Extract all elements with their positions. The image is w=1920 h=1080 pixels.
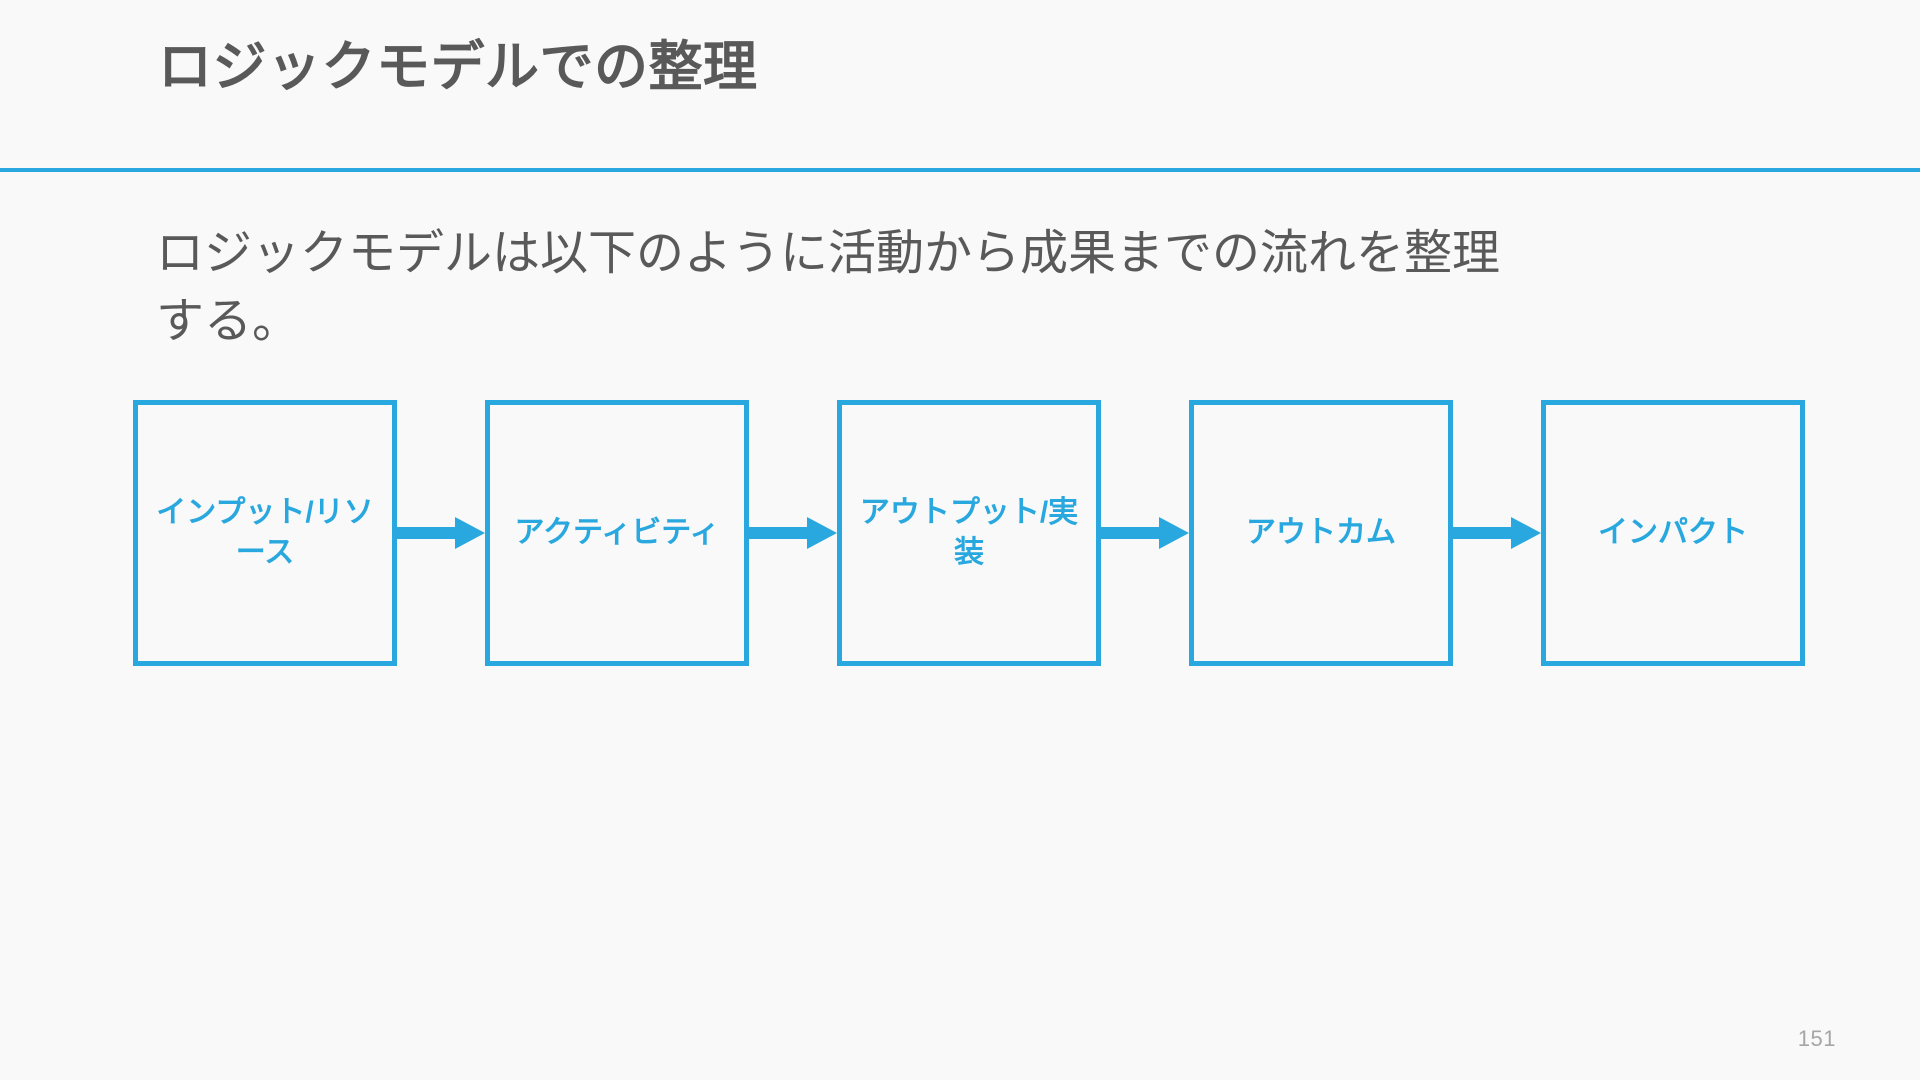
arrow-right-icon xyxy=(749,517,837,549)
arrow-head xyxy=(1511,517,1541,549)
body-paragraph: ロジックモデルは以下のように活動から成果までの流れを整理 する。 xyxy=(156,220,1796,356)
flow-box-impact: インパクト xyxy=(1541,400,1805,666)
flow-box-label: アウトプット/実装 xyxy=(859,496,1079,569)
page-title: ロジックモデルでの整理 xyxy=(158,37,758,97)
flow-box-label: インパクト xyxy=(1598,516,1748,550)
flow-box-outcome: アウトカム xyxy=(1189,400,1453,666)
flow-box-activity: アクティビティ xyxy=(485,400,749,666)
flow-box-output-implementation: アウトプット/実装 xyxy=(837,400,1101,666)
flow-box-label: アクティビティ xyxy=(514,516,720,550)
flow-box-label: インプット/リソース xyxy=(156,496,374,569)
arrow-shaft xyxy=(749,527,813,539)
body-line-1: ロジックモデルは以下のように活動から成果までの流れを整理 xyxy=(156,227,1501,280)
arrow-right-icon xyxy=(397,517,485,549)
page-number: 151 xyxy=(1797,1026,1836,1051)
arrow-shaft xyxy=(397,527,461,539)
arrow-head xyxy=(1159,517,1189,549)
arrow-shaft xyxy=(1101,527,1165,539)
flow-box-label: アウトカム xyxy=(1246,516,1396,550)
flow-box-input-resource: インプット/リソース xyxy=(133,400,397,666)
title-divider xyxy=(0,168,1920,172)
body-line-2: する。 xyxy=(156,295,301,349)
arrow-right-icon xyxy=(1453,517,1541,549)
arrow-head xyxy=(455,517,485,549)
logic-model-flow-diagram: インプット/リソース アクティビティ アウトプット/実装 アウトカム xyxy=(133,398,1805,668)
arrow-head xyxy=(807,517,837,549)
arrow-right-icon xyxy=(1101,517,1189,549)
arrow-shaft xyxy=(1453,527,1517,539)
